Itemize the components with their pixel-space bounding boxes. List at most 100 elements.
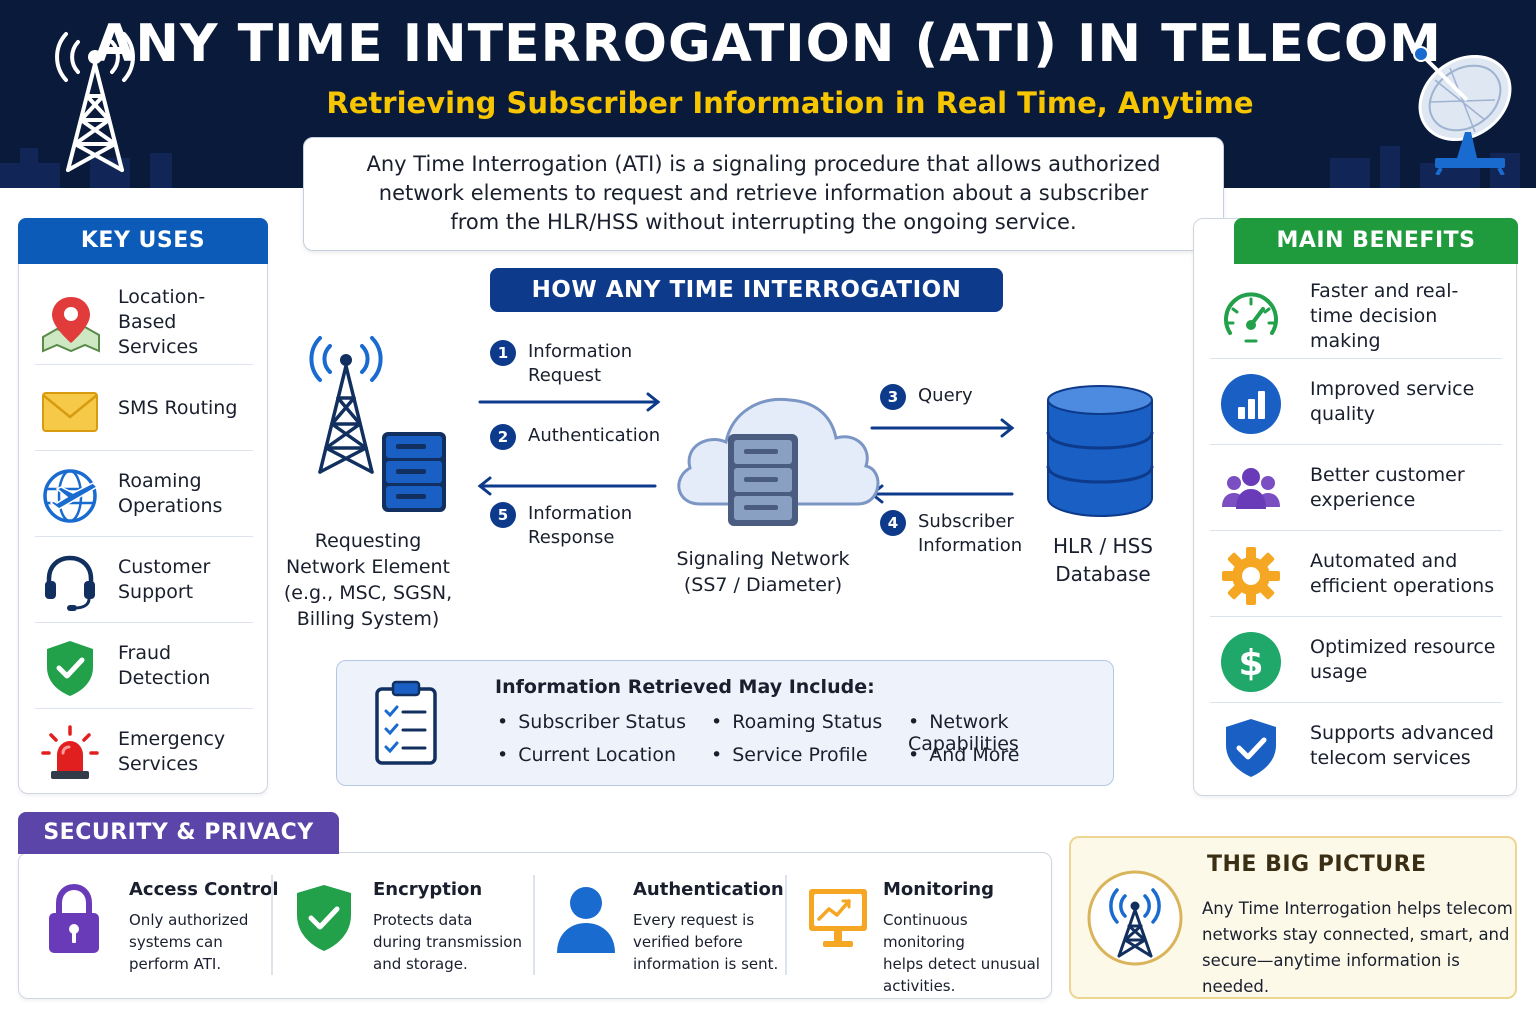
- info-retrieved-title: Information Retrieved May Include:: [495, 676, 875, 698]
- server-stack-icon: [382, 432, 446, 512]
- siren-icon: [41, 725, 99, 779]
- benefit-label: Better customer experience: [1310, 464, 1465, 511]
- requesting-element-label: Requesting Network Element (e.g., MSC, S…: [278, 528, 458, 632]
- security-item-title: Monitoring: [883, 879, 994, 900]
- node-label-line: Signaling Network: [676, 548, 850, 570]
- desc-line: verified before: [633, 933, 743, 951]
- step-label: Authentication: [528, 425, 661, 446]
- page-title: ANY TIME INTERROGATION (ATI) IN TELECOM: [94, 14, 1442, 74]
- key-use-label: Emergency Services: [118, 728, 226, 775]
- info-item: Roaming Status: [711, 711, 882, 733]
- big-picture-text: Any Time Interrogation helps telecom net…: [1202, 896, 1514, 1000]
- hlr-hss-label: HLR / HSS Database: [1028, 532, 1178, 588]
- divider: [271, 875, 273, 975]
- key-use-label: Location-Based Services: [118, 285, 206, 358]
- benefit-label: Automated and efficient operations: [1310, 550, 1495, 597]
- security-item-desc: Protects data during transmission and st…: [373, 909, 523, 975]
- step-label: Information: [528, 503, 633, 524]
- key-use-item: Location-Based Services: [35, 279, 253, 365]
- security-item: Encryption Protects data during transmis…: [291, 875, 531, 985]
- benefit-label: Improved service quality: [1310, 378, 1475, 425]
- city-skyline-decoration: [0, 146, 1520, 188]
- benefit-label: Faster and real-time decision making: [1310, 279, 1459, 352]
- people-icon: [1222, 468, 1280, 509]
- big-picture-panel: THE BIG PICTURE Any Time Interrogation h…: [1069, 836, 1517, 999]
- intro-description: Any Time Interrogation (ATI) is a signal…: [303, 137, 1224, 251]
- database-icon: [1046, 385, 1154, 518]
- monitor-chart-icon: [809, 889, 867, 947]
- step-number-badge: 4: [880, 510, 906, 536]
- text-line: Any Time Interrogation helps telecom: [1202, 899, 1513, 918]
- flow-graphics: [309, 336, 1154, 526]
- desc-line: Only authorized: [129, 911, 249, 929]
- header-banner: ANY TIME INTERROGATION (ATI) IN TELECOM …: [0, 0, 1536, 188]
- flow-step-2: 2 Authentication: [490, 424, 660, 450]
- text-line: secure—anytime information is needed.: [1202, 951, 1460, 996]
- key-use-label: SMS Routing: [118, 396, 238, 419]
- step-label: Query: [918, 385, 973, 406]
- node-label-line: Billing System): [296, 608, 440, 630]
- step-label: Subscriber: [918, 511, 1014, 532]
- security-item-title: Authentication: [633, 879, 784, 900]
- benefit-item: Supports advanced telecom services: [1210, 703, 1502, 789]
- security-item-title: Encryption: [373, 879, 483, 900]
- step-label: Information: [918, 535, 1023, 556]
- step-label: Response: [528, 527, 615, 548]
- benefit-label: Optimized resource usage: [1310, 636, 1496, 683]
- security-item: Authentication Every request is verified…: [553, 875, 793, 985]
- benefit-item: Better customer experience: [1210, 445, 1502, 531]
- desc-line: and storage.: [373, 955, 468, 973]
- desc-line: helps detect unusual: [883, 955, 1040, 973]
- signal-tower-icon: [1087, 870, 1183, 966]
- step-label: Information: [528, 341, 633, 362]
- dollar-icon: $: [1221, 632, 1281, 692]
- security-item: Access Control Only authorized systems c…: [41, 875, 279, 985]
- clipboard-checklist-icon: [375, 680, 437, 765]
- shield-check-icon: [1226, 719, 1276, 777]
- desc-line: perform ATI.: [129, 955, 222, 973]
- info-item: Subscriber Status: [497, 711, 686, 733]
- benefit-item: Automated and efficient operations: [1210, 531, 1502, 617]
- headset-icon: [45, 555, 95, 611]
- step-label: Request: [528, 365, 602, 386]
- globe-plane-icon: [43, 469, 99, 523]
- big-picture-title: THE BIG PICTURE: [1207, 852, 1427, 877]
- desc-line: Continuous monitoring: [883, 911, 968, 951]
- desc-line: Every request is: [633, 911, 755, 929]
- desc-line: Protects data: [373, 911, 473, 929]
- node-label-line: Requesting: [314, 530, 422, 552]
- bar-chart-icon: [1221, 374, 1281, 434]
- intro-line: from the HLR/HSS without interrupting th…: [450, 210, 1077, 234]
- security-privacy-panel: Access Control Only authorized systems c…: [18, 852, 1052, 999]
- desc-line: systems can: [129, 933, 223, 951]
- divider: [785, 875, 787, 975]
- security-item-desc: Every request is verified before informa…: [633, 909, 783, 975]
- desc-line: during transmission: [373, 933, 522, 951]
- signaling-network-label: Signaling Network (SS7 / Diameter): [658, 546, 868, 598]
- intro-line: network elements to request and retrieve…: [378, 181, 1149, 205]
- flow-arrows: [477, 392, 1015, 504]
- satellite-dish-icon: [1413, 46, 1512, 175]
- envelope-icon: [42, 392, 98, 432]
- node-label-line: Database: [1055, 562, 1151, 586]
- user-icon: [557, 887, 615, 953]
- how-it-works-heading: HOW ANY TIME INTERROGATION WORKS: [490, 268, 1003, 347]
- key-uses-heading: KEY USES: [18, 218, 268, 264]
- security-privacy-heading: SECURITY & PRIVACY: [18, 812, 339, 854]
- key-use-label: Fraud Detection: [118, 642, 211, 689]
- key-uses-panel: KEY USES Location-Based Services SMS Rou…: [18, 218, 268, 794]
- key-use-item: Emergency Services: [35, 709, 253, 795]
- map-pin-icon: [42, 297, 100, 353]
- info-item: Service Profile: [711, 744, 867, 766]
- node-label-line: (e.g., MSC, SGSN,: [283, 582, 453, 604]
- step-number-badge: 3: [880, 384, 906, 410]
- key-use-item: SMS Routing: [35, 365, 253, 451]
- benefit-label: Supports advanced telecom services: [1310, 722, 1494, 769]
- security-item-desc: Only authorized systems can perform ATI.: [129, 909, 279, 975]
- node-label-line: (SS7 / Diameter): [683, 574, 843, 596]
- gear-icon: [1222, 547, 1280, 605]
- step-number-badge: 5: [490, 502, 516, 528]
- key-use-item: Fraud Detection: [35, 623, 253, 709]
- text-line: networks stay connected, smart, and: [1202, 925, 1510, 944]
